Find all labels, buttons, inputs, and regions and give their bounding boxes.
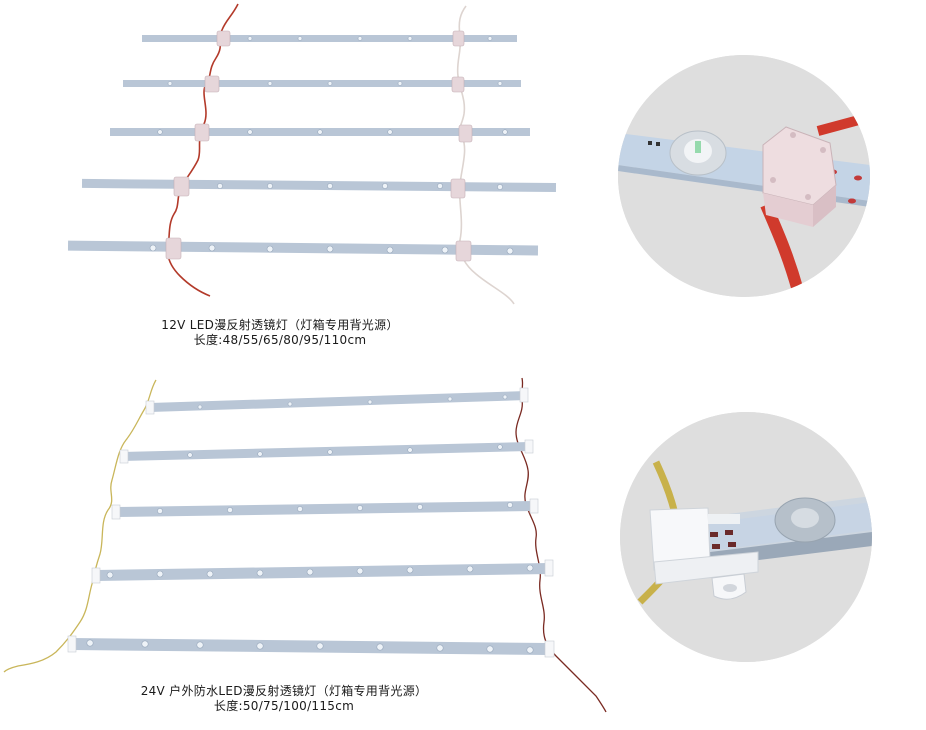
led-strips-12v-image — [0, 0, 600, 310]
caption-24v-title: 24V 户外防水LED漫反射透镜灯（灯箱专用背光源） — [140, 684, 428, 698]
led-strips-24v-image — [0, 370, 620, 720]
caption-24v: 24V 户外防水LED漫反射透镜灯（灯箱专用背光源） 长度:50/75/100/… — [84, 684, 484, 714]
detail-24v-endcap-closeup — [620, 412, 872, 662]
led-strips-24v-illustration — [3, 377, 607, 713]
strip-group-12v — [67, 35, 557, 256]
white-endcap-closeup-illustration — [620, 412, 872, 662]
caption-12v-title: 12V LED漫反射透镜灯（灯箱专用背光源） — [161, 318, 399, 332]
pink-connector-closeup-illustration — [618, 55, 870, 297]
caption-12v: 12V LED漫反射透镜灯（灯箱专用背光源） 长度:48/55/65/80/95… — [120, 318, 440, 348]
led-strips-12v-illustration — [67, 3, 557, 305]
caption-12v-lengths: 长度:48/55/65/80/95/110cm — [193, 333, 367, 347]
caption-24v-lengths: 长度:50/75/100/115cm — [213, 699, 355, 713]
detail-12v-connector-closeup — [618, 55, 870, 297]
